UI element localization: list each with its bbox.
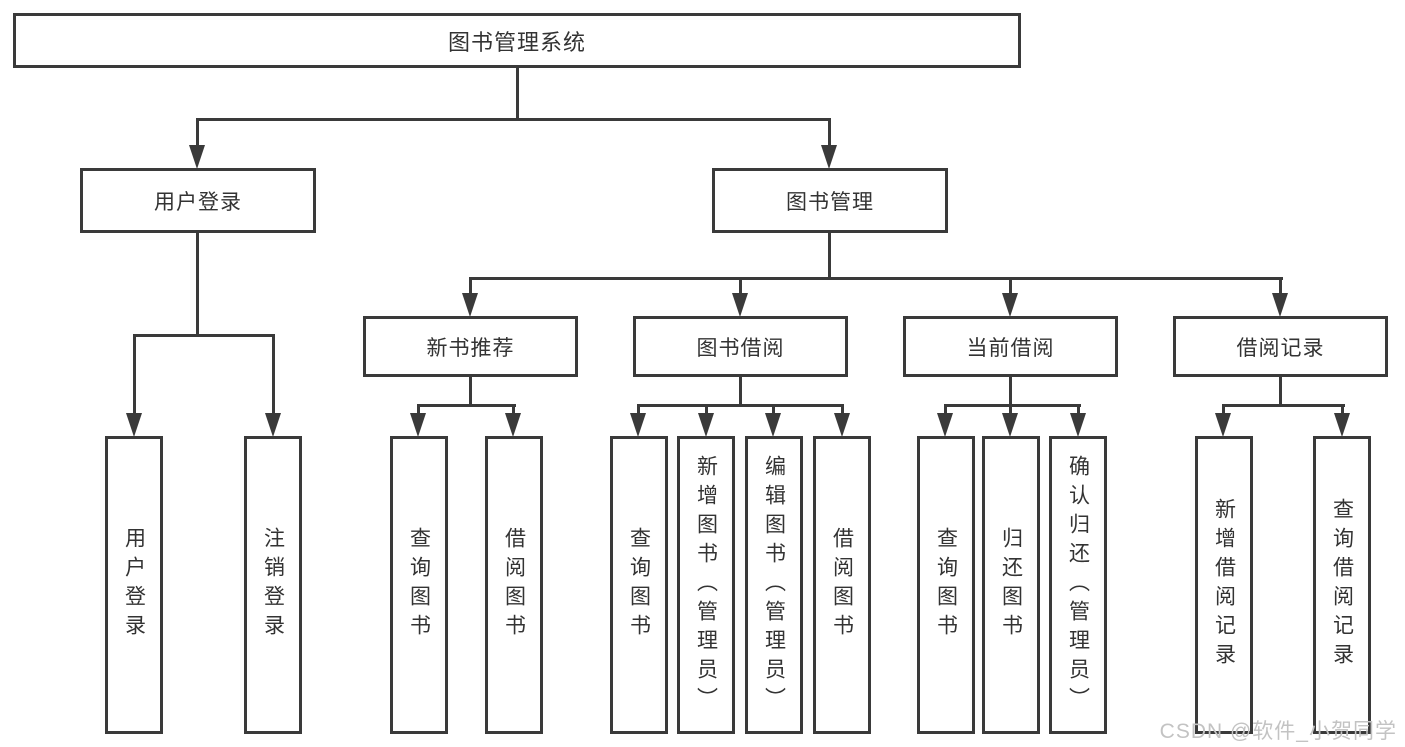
connector-line xyxy=(469,279,472,295)
connector-arrowhead xyxy=(189,145,205,169)
connector-line xyxy=(133,334,275,337)
connector-line xyxy=(944,404,1081,407)
leaf-add-book-admin: 新增图书（管理员） xyxy=(677,436,735,734)
connector-line xyxy=(841,406,844,416)
connector-line xyxy=(1341,406,1344,416)
node-library-management-system: 图书管理系统 xyxy=(13,13,1021,68)
connector-line xyxy=(828,233,831,280)
connector-arrowhead xyxy=(937,413,953,437)
node-borrowing-records: 借阅记录 xyxy=(1173,316,1388,377)
connector-arrowhead xyxy=(1002,293,1018,317)
node-current-borrowing: 当前借阅 xyxy=(903,316,1118,377)
connector-line xyxy=(1222,406,1225,416)
leaf-logout: 注销登录 xyxy=(244,436,302,734)
leaf-query-book-current: 查询图书 xyxy=(917,436,975,734)
connector-line xyxy=(272,336,275,416)
connector-line xyxy=(196,120,199,148)
leaf-query-book-recommend: 查询图书 xyxy=(390,436,448,734)
connector-line xyxy=(516,68,519,120)
connector-line xyxy=(1009,279,1012,295)
connector-line xyxy=(705,406,708,416)
connector-arrowhead xyxy=(1215,413,1231,437)
connector-arrowhead xyxy=(1334,413,1350,437)
connector-line xyxy=(1279,377,1282,407)
connector-arrowhead xyxy=(834,413,850,437)
node-user-login: 用户登录 xyxy=(80,168,316,233)
connector-arrowhead xyxy=(410,413,426,437)
connector-arrowhead xyxy=(1002,413,1018,437)
connector-line xyxy=(1009,406,1012,416)
connector-line xyxy=(1279,279,1282,295)
connector-line xyxy=(469,377,472,407)
node-book-borrowing: 图书借阅 xyxy=(633,316,848,377)
connector-line xyxy=(133,336,136,416)
connector-arrowhead xyxy=(126,413,142,437)
connector-arrowhead xyxy=(1070,413,1086,437)
connector-line xyxy=(1009,377,1012,407)
connector-line xyxy=(196,233,199,337)
connector-line xyxy=(1077,406,1080,416)
leaf-user-login: 用户登录 xyxy=(105,436,163,734)
connector-line xyxy=(944,406,947,416)
connector-arrowhead xyxy=(462,293,478,317)
connector-line xyxy=(739,279,742,295)
connector-line xyxy=(739,377,742,407)
connector-line xyxy=(828,120,831,148)
leaf-query-borrow-record: 查询借阅记录 xyxy=(1313,436,1371,734)
connector-line xyxy=(637,404,844,407)
connector-arrowhead xyxy=(821,145,837,169)
connector-arrowhead xyxy=(265,413,281,437)
connector-arrowhead xyxy=(505,413,521,437)
connector-arrowhead xyxy=(732,293,748,317)
csdn-watermark: CSDN @软件_小贺同学 xyxy=(1159,720,1397,743)
leaf-edit-book-admin: 编辑图书（管理员） xyxy=(745,436,803,734)
connector-line xyxy=(1222,404,1345,407)
connector-arrowhead xyxy=(698,413,714,437)
node-book-management: 图书管理 xyxy=(712,168,948,233)
connector-line xyxy=(469,277,1283,280)
connector-line xyxy=(512,406,515,416)
leaf-confirm-return-admin: 确认归还（管理员） xyxy=(1049,436,1107,734)
leaf-query-book-borrowing: 查询图书 xyxy=(610,436,668,734)
leaf-borrow-book-recommend: 借阅图书 xyxy=(485,436,543,734)
connector-line xyxy=(772,406,775,416)
connector-arrowhead xyxy=(1272,293,1288,317)
leaf-return-book: 归还图书 xyxy=(982,436,1040,734)
connector-line xyxy=(637,406,640,416)
connector-line xyxy=(417,406,420,416)
connector-arrowhead xyxy=(630,413,646,437)
leaf-add-borrow-record: 新增借阅记录 xyxy=(1195,436,1253,734)
connector-line xyxy=(196,118,831,121)
leaf-borrow-book: 借阅图书 xyxy=(813,436,871,734)
connector-arrowhead xyxy=(765,413,781,437)
connector-line xyxy=(417,404,516,407)
node-new-book-recommend: 新书推荐 xyxy=(363,316,578,377)
